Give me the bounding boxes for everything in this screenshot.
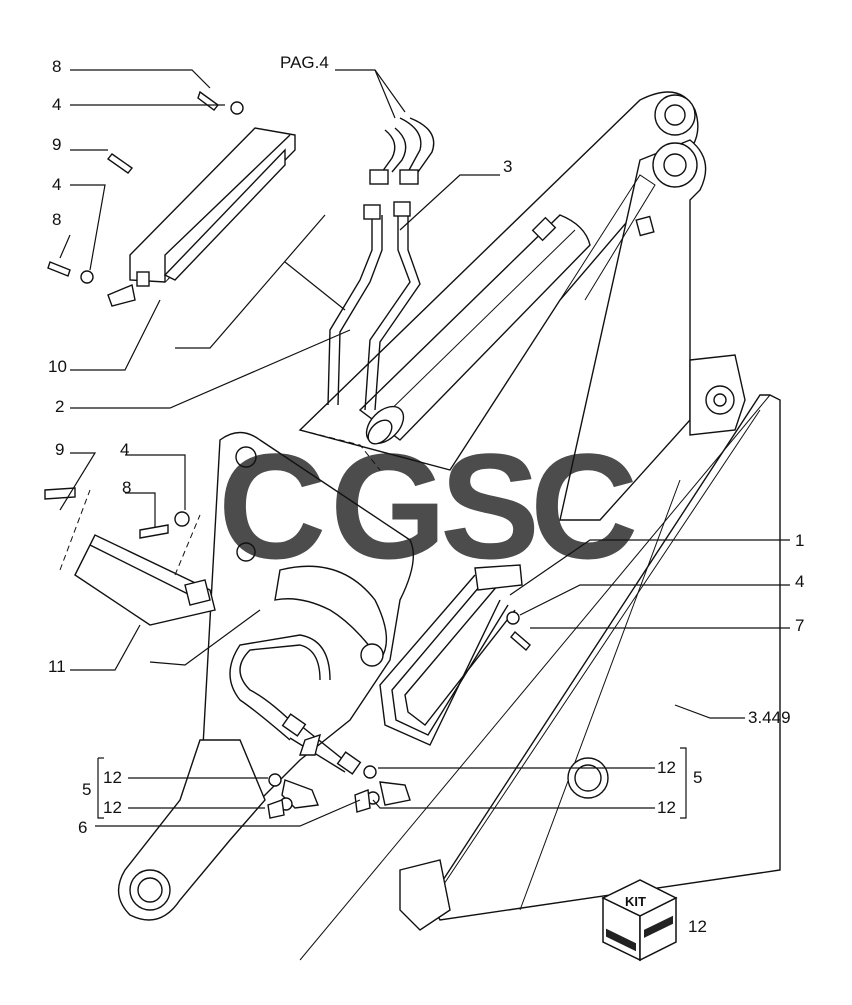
watermark-letter-c2: C [530, 422, 638, 590]
lower-hoses [229, 564, 523, 775]
label-10: 10 [48, 357, 67, 376]
label-3449: 3.449 [748, 708, 791, 727]
label-9: 9 [55, 440, 64, 459]
label-2: 2 [55, 397, 64, 416]
part-labels: 8 4 9 4 8 10 2 PAG.4 3 9 4 8 11 1 4 7 3.… [48, 53, 804, 837]
label-12: 12 [657, 758, 676, 777]
label-5: 5 [82, 780, 91, 799]
label-11: 11 [48, 657, 66, 676]
label-4: 4 [120, 440, 129, 459]
watermark-letter-c: C [218, 422, 326, 590]
guard-10 [107, 127, 296, 307]
label-8: 8 [52, 57, 61, 76]
watermark-logo: C G S C [218, 422, 638, 590]
label-8: 8 [52, 210, 61, 229]
label-4: 4 [52, 95, 61, 114]
hydraulic-cylinder [299, 214, 591, 471]
label-6: 6 [78, 818, 87, 837]
label-8: 8 [122, 478, 131, 497]
label-7: 7 [795, 616, 804, 635]
label-12: 12 [103, 768, 122, 787]
label-12: 12 [103, 798, 122, 817]
kit-label: KIT [625, 894, 646, 909]
label-3: 3 [503, 157, 512, 176]
guard-11 [59, 489, 216, 626]
leader-lines [59, 69, 790, 827]
upper-hoses [327, 117, 435, 411]
watermark-letter-g: G [330, 422, 447, 590]
label-12: 12 [657, 798, 676, 817]
label-pag4: PAG.4 [280, 53, 329, 72]
label-9: 9 [52, 135, 61, 154]
watermark-letter-s: S [440, 422, 540, 590]
label-5: 5 [693, 768, 702, 787]
bolts-nuts [44, 90, 531, 819]
label-4: 4 [52, 175, 61, 194]
label-kit-12: 12 [688, 917, 707, 936]
kit-box-icon: KIT [601, 879, 678, 962]
label-4: 4 [795, 572, 804, 591]
label-1: 1 [795, 531, 804, 550]
